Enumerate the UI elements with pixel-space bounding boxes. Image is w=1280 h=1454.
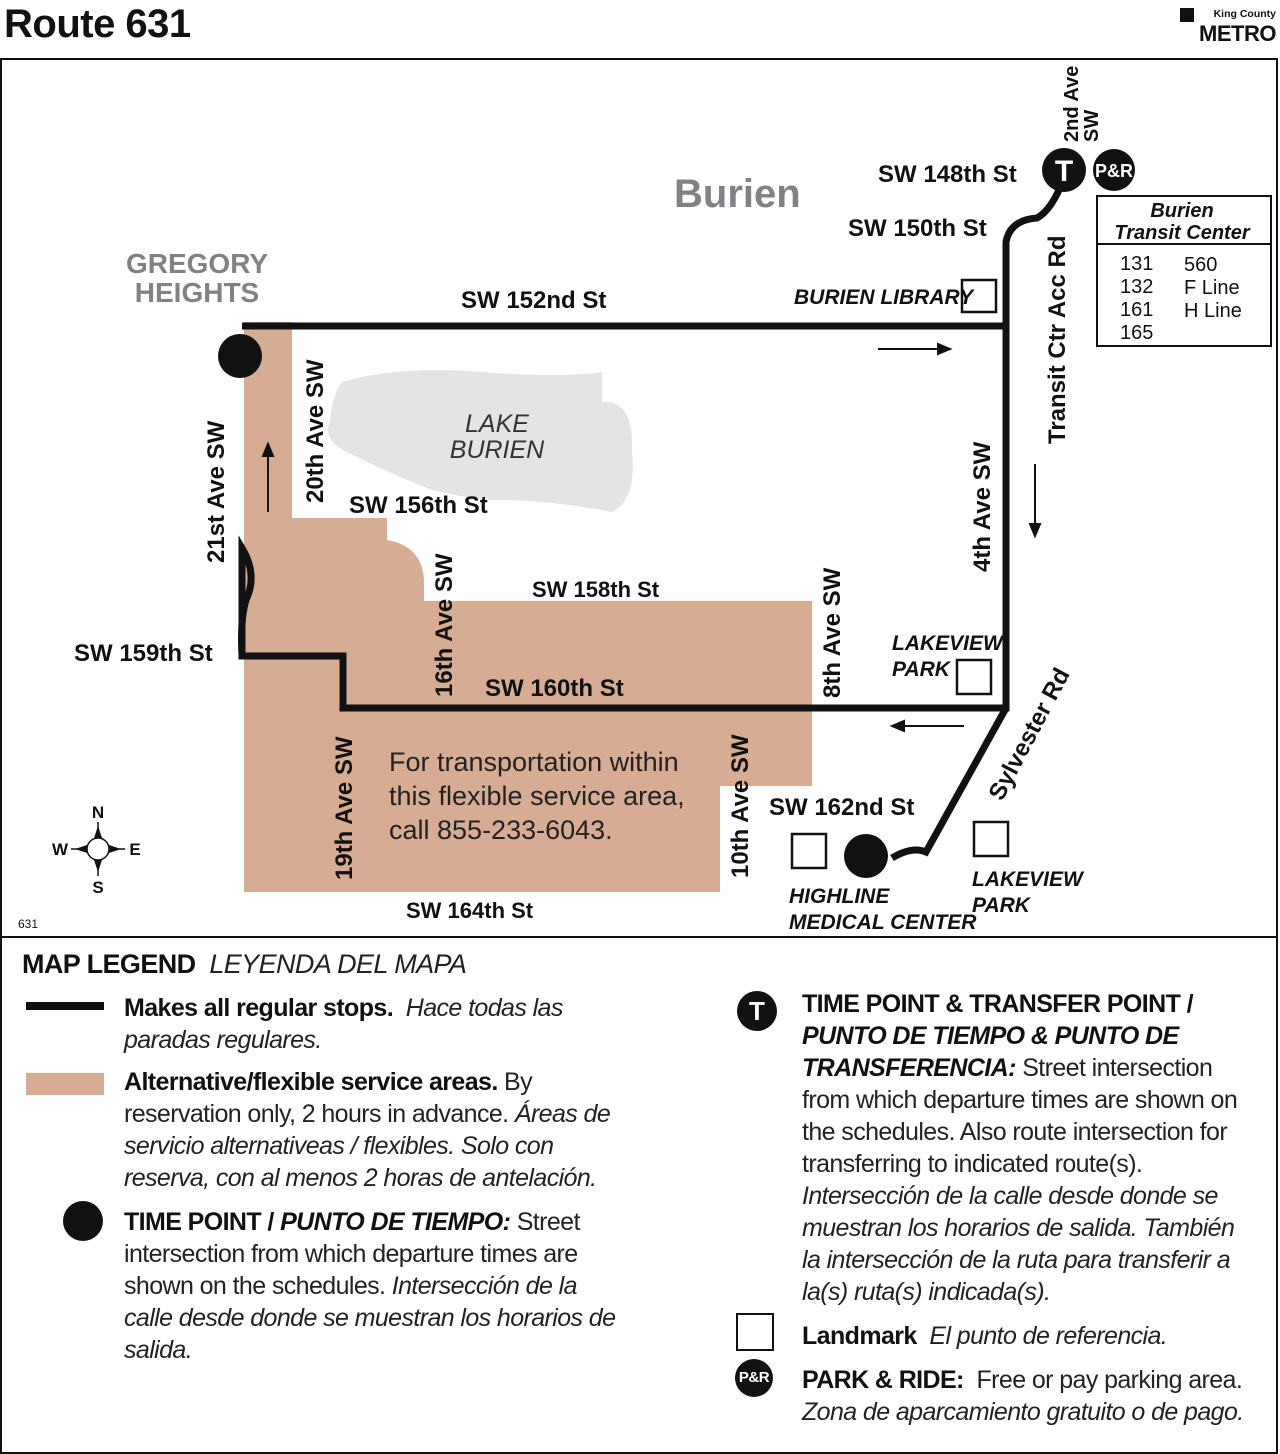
street-transit-ctr-acc: Transit Ctr Acc Rd	[1044, 236, 1071, 445]
route-line-east	[1002, 176, 1068, 326]
landmark-label-library: BURIEN LIBRARY	[794, 286, 975, 309]
route-number: 165	[1120, 322, 1153, 344]
flexible-service-area	[244, 322, 812, 892]
landmark-lakeview-park	[955, 658, 993, 696]
map-legend: MAP LEGEND LEYENDA DEL MAPA Makes all re…	[0, 936, 1278, 1454]
route-line-sylvester	[890, 706, 1010, 862]
street-sw-164th: SW 164th St	[406, 898, 534, 923]
compass-w: W	[52, 840, 69, 859]
legend-route-swatch	[26, 1002, 104, 1010]
compass-icon	[71, 822, 125, 876]
place-label-heights: HEIGHTS	[135, 277, 259, 308]
direction-arrow-south	[1028, 464, 1042, 539]
park-ride-icon	[1093, 149, 1135, 191]
map-canvas: T P&R Burien Transit Center 131 132 161 …	[18, 66, 1272, 934]
route-number: 161	[1120, 299, 1153, 321]
map-id: 631	[18, 917, 38, 931]
place-label-burien: Burien	[674, 172, 801, 216]
direction-arrow-west	[889, 719, 964, 733]
route-map: T P&R Burien Transit Center 131 132 161 …	[0, 58, 1278, 938]
street-20th-ave: 20th Ave SW	[302, 359, 329, 503]
logo-top-text: King County	[1213, 8, 1276, 20]
route-number: 132	[1120, 276, 1153, 298]
street-10th-ave: 10th Ave SW	[727, 734, 754, 878]
park-ride-label: P&R	[1095, 161, 1133, 181]
landmark-label-medical-center: MEDICAL CENTER	[789, 911, 977, 934]
landmark-label-lakeview-2: LAKEVIEW	[972, 868, 1085, 891]
street-sw-158th: SW 158th St	[532, 577, 660, 602]
page-title: Route 631	[4, 2, 191, 46]
route-number: F Line	[1184, 277, 1240, 299]
legend-park-ride: PARK & RIDE: Free or pay parking area. Z…	[802, 1366, 1244, 1426]
lake-label-1: LAKE	[465, 410, 529, 438]
street-21st-ave: 21st Ave SW	[203, 420, 230, 563]
transfer-point-label: T	[1055, 155, 1073, 188]
legend-flex-swatch	[26, 1073, 104, 1095]
legend-regular-stops: Makes all regular stops. Hace todas las …	[124, 994, 563, 1054]
street-16th-ave: 16th Ave SW	[431, 553, 458, 697]
route-number: 131	[1120, 253, 1153, 275]
street-sw-156th: SW 156th St	[349, 492, 488, 519]
street-sw-159th: SW 159th St	[74, 640, 213, 667]
crown-icon	[1180, 8, 1194, 22]
transit-center-title-1: Burien	[1150, 200, 1213, 222]
legend-park-ride-icon: P&R	[735, 1359, 773, 1397]
street-8th-ave: 8th Ave SW	[819, 567, 846, 698]
legend-heading: MAP LEGEND LEYENDA DEL MAPA	[22, 949, 467, 979]
landmark-label-park: PARK	[892, 658, 952, 681]
landmark-label-park-2: PARK	[972, 894, 1032, 917]
street-sw-162nd: SW 162nd St	[769, 794, 914, 821]
street-2nd-ave: 2nd Ave	[1061, 66, 1083, 142]
time-point-gregory-heights	[218, 334, 262, 378]
compass-n: N	[92, 803, 104, 822]
landmark-label-highline: HIGHLINE	[789, 885, 890, 908]
street-sw-148th: SW 148th St	[878, 161, 1017, 188]
flex-note-line: call 855-233-6043.	[389, 815, 613, 845]
street-2nd-ave-sw: SW	[1081, 110, 1103, 142]
direction-arrow-east	[878, 342, 953, 356]
lake-burien	[328, 369, 633, 512]
legend-transfer-point: TIME POINT & TRANSFER POINT / PUNTO DE T…	[802, 990, 1238, 1306]
landmark-highline	[790, 832, 828, 870]
direction-arrow-north	[261, 441, 275, 512]
landmark-lakeview-park-2	[972, 820, 1010, 858]
landmark-burien-library	[960, 278, 998, 314]
legend-time-point: TIME POINT / PUNTO DE TIEMPO: Street int…	[124, 1208, 616, 1364]
legend-landmark-icon	[736, 1313, 774, 1351]
time-point-highline	[844, 834, 888, 878]
king-county-metro-logo: King County METRO	[1180, 8, 1276, 46]
street-sw-152nd: SW 152nd St	[461, 287, 606, 314]
logo-bottom-text: METRO	[1199, 21, 1276, 46]
street-sylvester: Sylvester Rd	[983, 664, 1075, 805]
compass-s: S	[92, 878, 103, 897]
transfer-point-icon	[1042, 148, 1086, 192]
flex-note-line: this flexible service area,	[389, 781, 685, 811]
legend-transfer-icon: T	[737, 991, 777, 1031]
street-4th-ave: 4th Ave SW	[969, 441, 996, 572]
street-sw-150th: SW 150th St	[848, 215, 987, 242]
legend-time-point-icon	[63, 1201, 103, 1241]
street-19th-ave: 19th Ave SW	[331, 736, 358, 880]
street-sw-160th: SW 160th St	[485, 675, 624, 702]
lake-label-2: BURIEN	[450, 436, 545, 464]
compass-e: E	[129, 840, 140, 859]
transit-center-title-2: Transit Center	[1114, 222, 1250, 244]
route-number: 560	[1184, 254, 1217, 276]
legend-flex-area: Alternative/flexible service areas. By r…	[124, 1068, 611, 1192]
place-label-gregory: GREGORY	[126, 248, 268, 279]
route-line	[238, 322, 1010, 712]
transit-center-box	[1096, 195, 1272, 347]
flex-note-line: For transportation within	[389, 747, 679, 777]
route-number: H Line	[1184, 300, 1242, 322]
legend-landmark: Landmark El punto de referencia.	[802, 1322, 1168, 1350]
landmark-label-lakeview: LAKEVIEW	[892, 632, 1005, 655]
